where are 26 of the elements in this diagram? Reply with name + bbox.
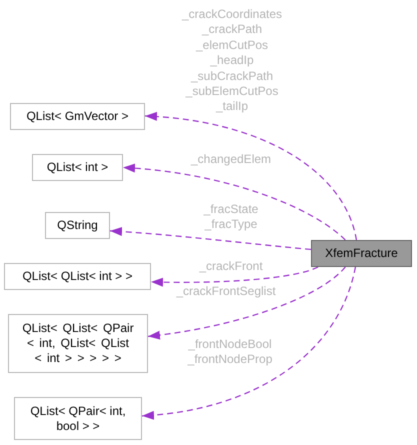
class-box [45,212,110,239]
class-name: QList< GmVector > [25,109,130,124]
class-box [14,397,142,440]
dashed-arrow [144,112,358,240]
edge-label: _changedElem [190,152,272,168]
dashed-arrow [148,266,346,340]
dashed-arrow [142,266,356,420]
edge-label: _crackFront [199,259,263,274]
class-name: QList< int > [46,160,110,175]
class-name: XfemFracture [324,246,399,261]
dashed-arrow [110,227,312,250]
class-name: QList< QList< int > > [21,269,134,284]
class-box [10,103,145,130]
class-name: QList< QPair< int, bool > > [29,404,127,434]
edge-label: _crackFrontSeglist [176,284,276,300]
dashed-arrow [150,266,318,287]
edge-label: _fracState _fracType [204,202,258,233]
class-name: QString [56,218,99,233]
class-box [32,154,123,181]
class-box [8,314,148,373]
edge-label: _frontNodeBool _frontNodeProp [188,337,272,368]
edge-label: _crackCoordinates _crackPath _elemCutPos _headIp _subCrackPath _subElemCutPos _tailIp [182,7,282,115]
class-box [311,240,412,267]
dashed-arrow [122,164,346,240]
class-name: QList< QList< QPair < int, QList< QList < int > > > > > [22,321,134,366]
class-box [4,263,151,290]
